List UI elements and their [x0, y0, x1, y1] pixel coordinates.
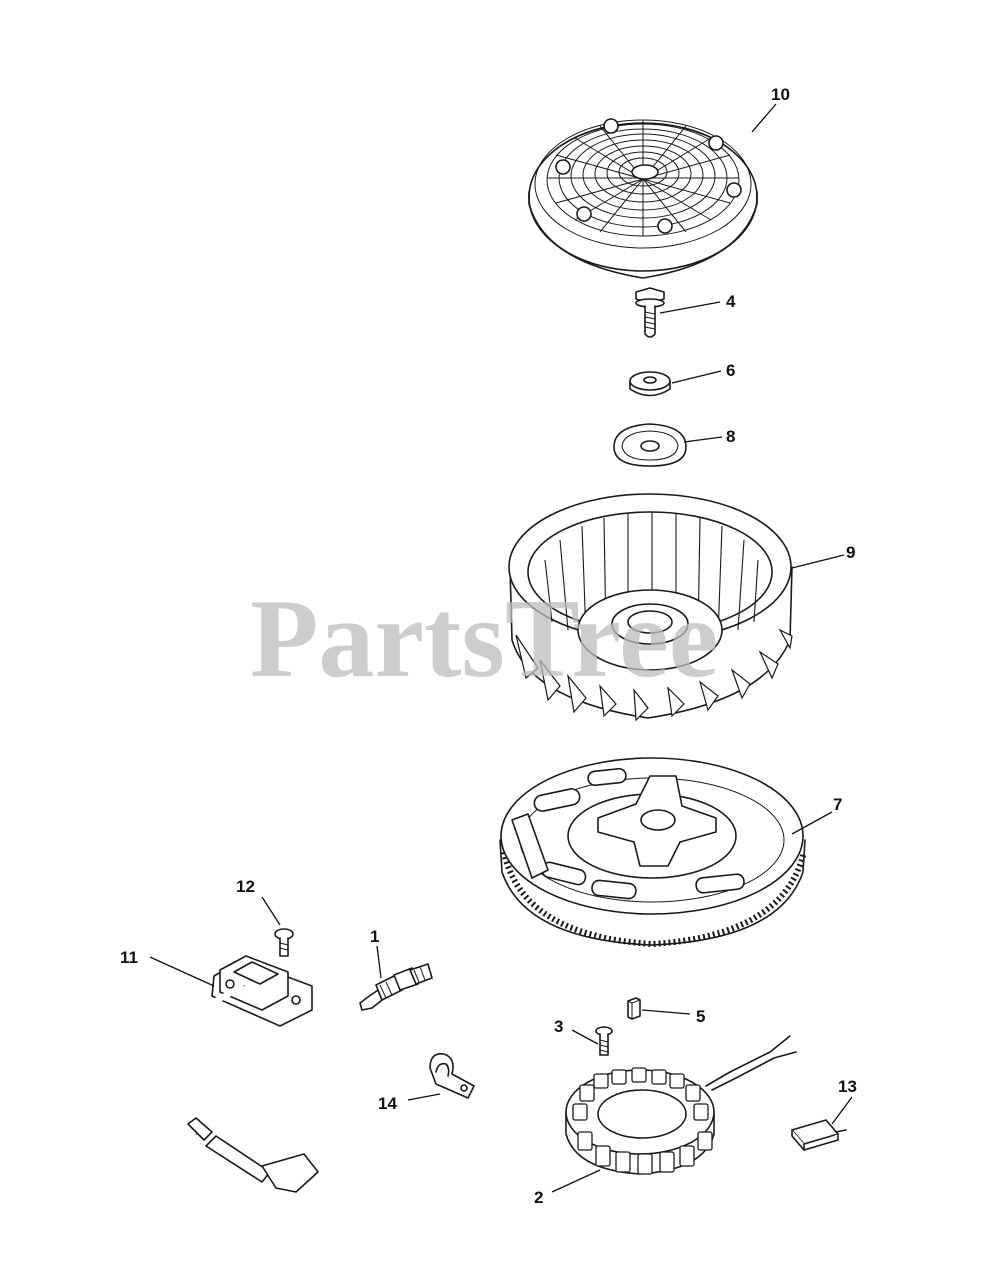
- part-6-washer[interactable]: [629, 371, 671, 397]
- callout-7: 7: [833, 795, 842, 814]
- part-9-fan-flywheel[interactable]: [508, 493, 793, 722]
- callout-12: 12: [236, 877, 255, 896]
- part-12-screw[interactable]: [274, 928, 294, 957]
- part-7-ring-gear-flywheel[interactable]: [499, 757, 807, 948]
- part-3-screw[interactable]: [595, 1026, 613, 1056]
- part-10-flywheel-screen[interactable]: [528, 118, 758, 279]
- part-11-ignition-module[interactable]: [120, 955, 319, 1193]
- watermark-text: PartsTree: [250, 577, 719, 701]
- part-13-component[interactable]: [791, 1119, 847, 1151]
- part-5-key[interactable]: [627, 997, 641, 1020]
- callout-4: 4: [726, 292, 736, 311]
- part-2-stator[interactable]: [565, 1035, 797, 1175]
- callout-13: 13: [838, 1077, 857, 1096]
- callout-5: 5: [696, 1007, 705, 1026]
- callout-8: 8: [726, 427, 735, 446]
- callout-9: 9: [846, 543, 855, 562]
- part-14-cable-clamp[interactable]: [429, 1052, 475, 1099]
- part-4-bolt[interactable]: [635, 287, 665, 338]
- callout-14: 14: [378, 1094, 397, 1113]
- callout-2: 2: [534, 1188, 543, 1207]
- screen-grille: [546, 120, 740, 237]
- callout-1: 1: [370, 927, 379, 946]
- part-1-spark-plug[interactable]: [359, 963, 433, 1011]
- callout-6: 6: [726, 361, 735, 380]
- callout-3: 3: [554, 1017, 563, 1036]
- callout-10: 10: [771, 85, 790, 104]
- callout-11: 11: [120, 948, 138, 967]
- part-8-spring-washer[interactable]: [613, 423, 687, 467]
